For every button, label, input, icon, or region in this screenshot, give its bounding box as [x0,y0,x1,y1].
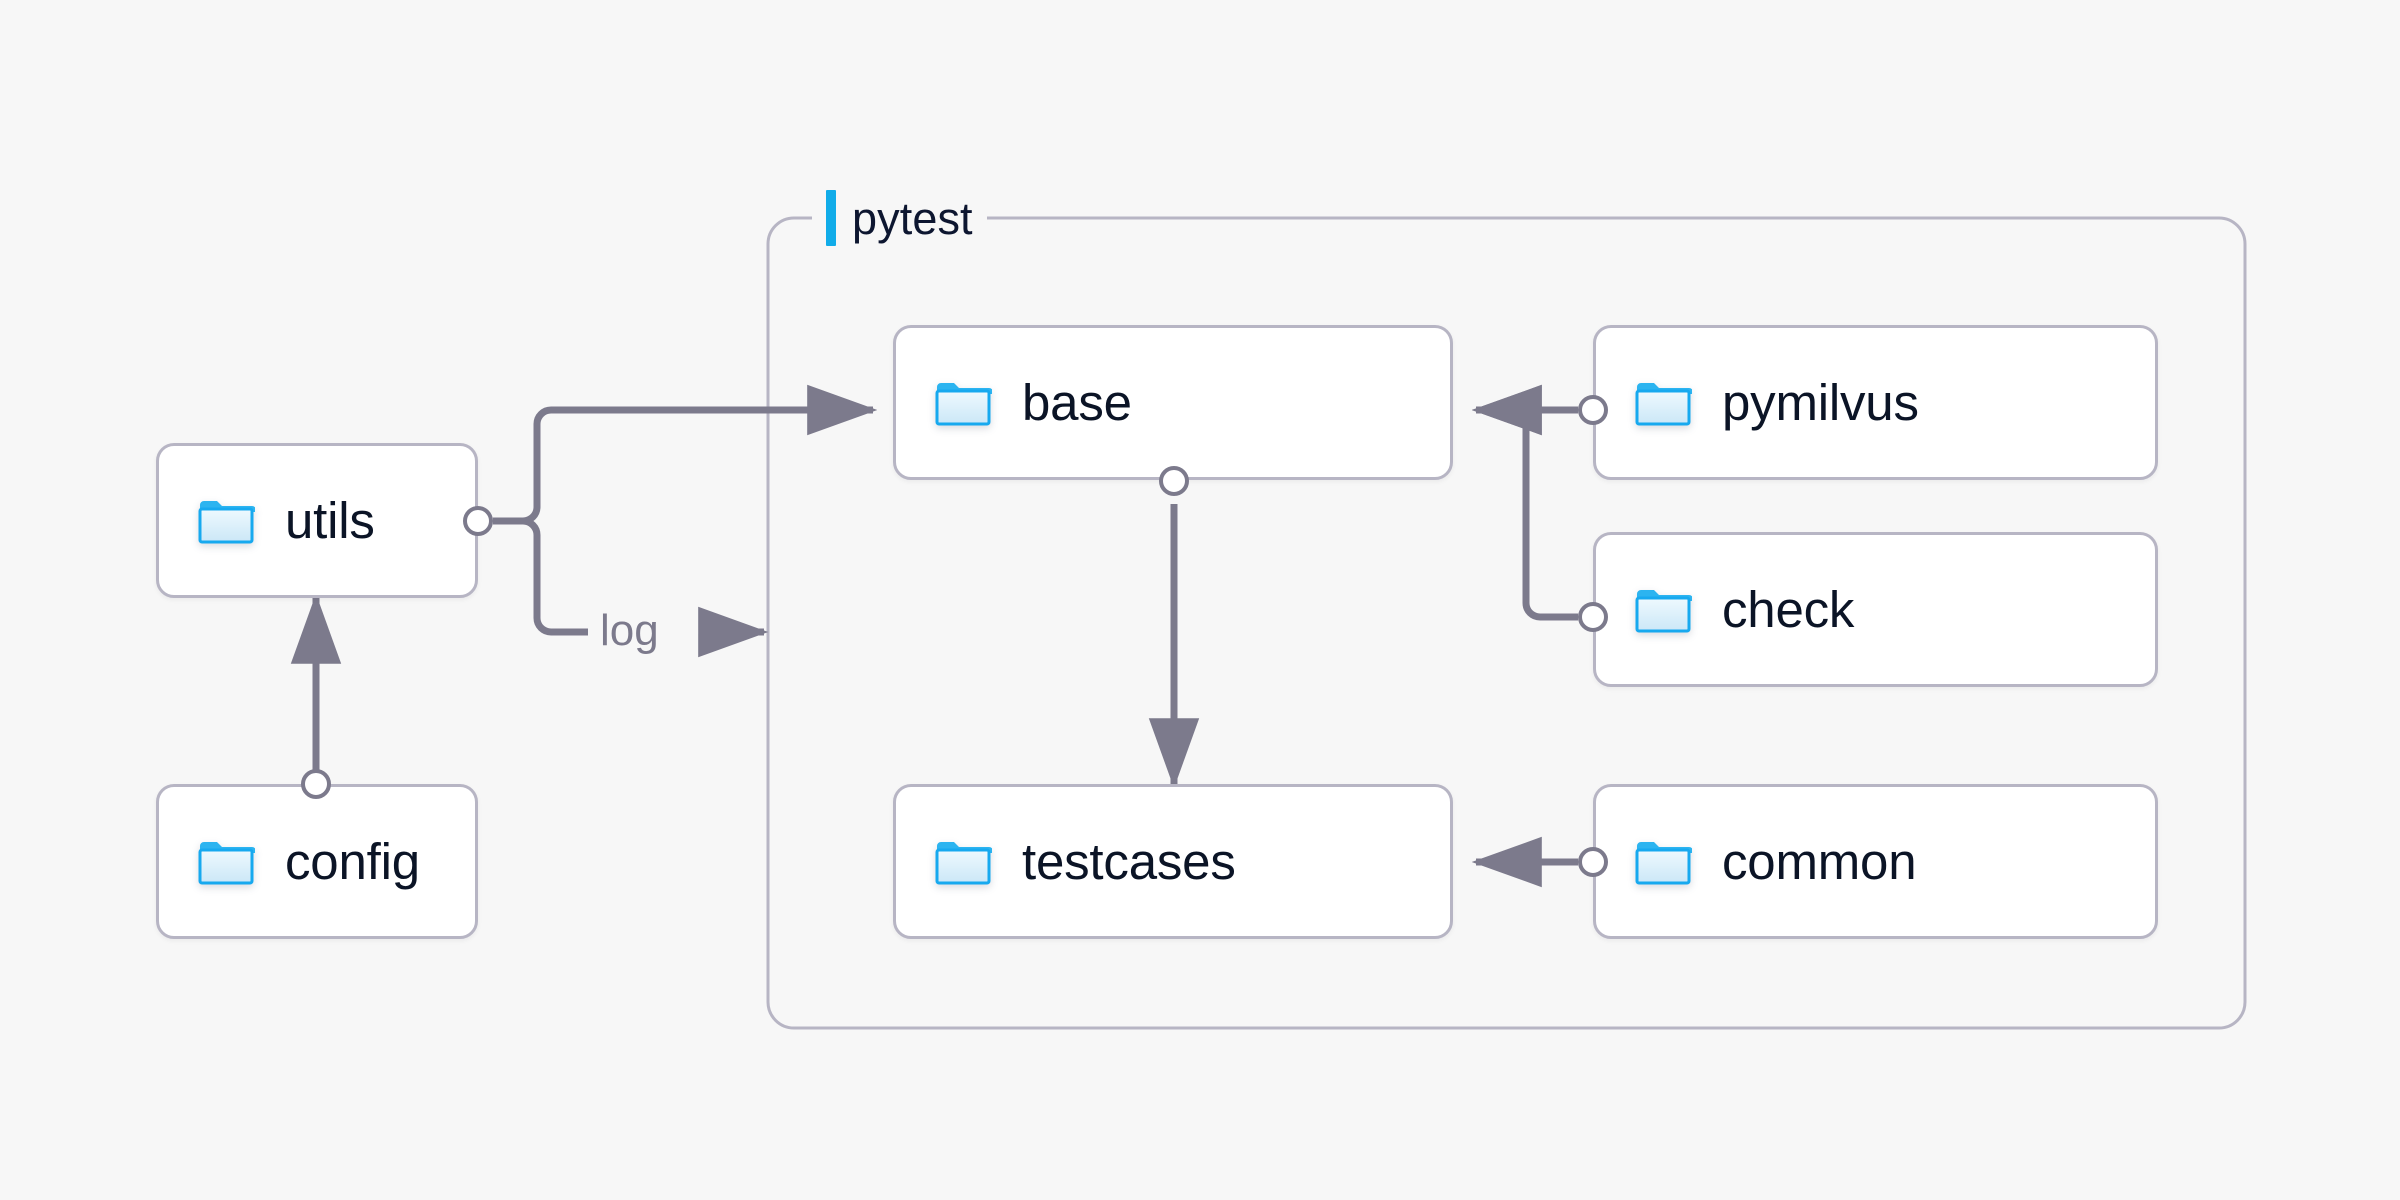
port-common-left[interactable] [1578,847,1608,877]
port-utils-right[interactable] [463,506,493,536]
folder-icon [1635,589,1692,632]
node-base[interactable]: base [893,325,1453,480]
node-label: common [1722,833,1917,890]
group-label-text: pytest [852,192,973,244]
port-base-bottom[interactable] [1159,466,1189,496]
folder-icon [198,500,255,543]
node-testcases[interactable]: testcases [893,784,1453,939]
node-check[interactable]: check [1593,532,2158,687]
node-label: base [1022,374,1132,431]
edge-check-base [1471,384,1578,621]
node-label: config [285,833,420,890]
node-label: testcases [1022,833,1236,890]
edge-label-log: log [600,606,659,655]
accent-bar-icon [826,190,836,246]
node-pymilvus[interactable]: pymilvus [1593,325,2158,480]
edge-utils-base [493,384,878,525]
folder-icon [1635,841,1692,884]
node-utils[interactable]: utils [156,443,478,598]
folder-icon [198,841,255,884]
folder-icon [935,841,992,884]
folder-icon [935,382,992,425]
node-label: pymilvus [1722,374,1919,431]
port-check-left[interactable] [1578,602,1608,632]
group-label-pytest: pytest [812,190,987,246]
port-pymilvus-left[interactable] [1578,395,1608,425]
folder-icon [1635,382,1692,425]
node-config[interactable]: config [156,784,478,939]
node-label: utils [285,492,375,549]
port-config-top[interactable] [301,769,331,799]
node-label: check [1722,581,1855,638]
node-common[interactable]: common [1593,784,2158,939]
